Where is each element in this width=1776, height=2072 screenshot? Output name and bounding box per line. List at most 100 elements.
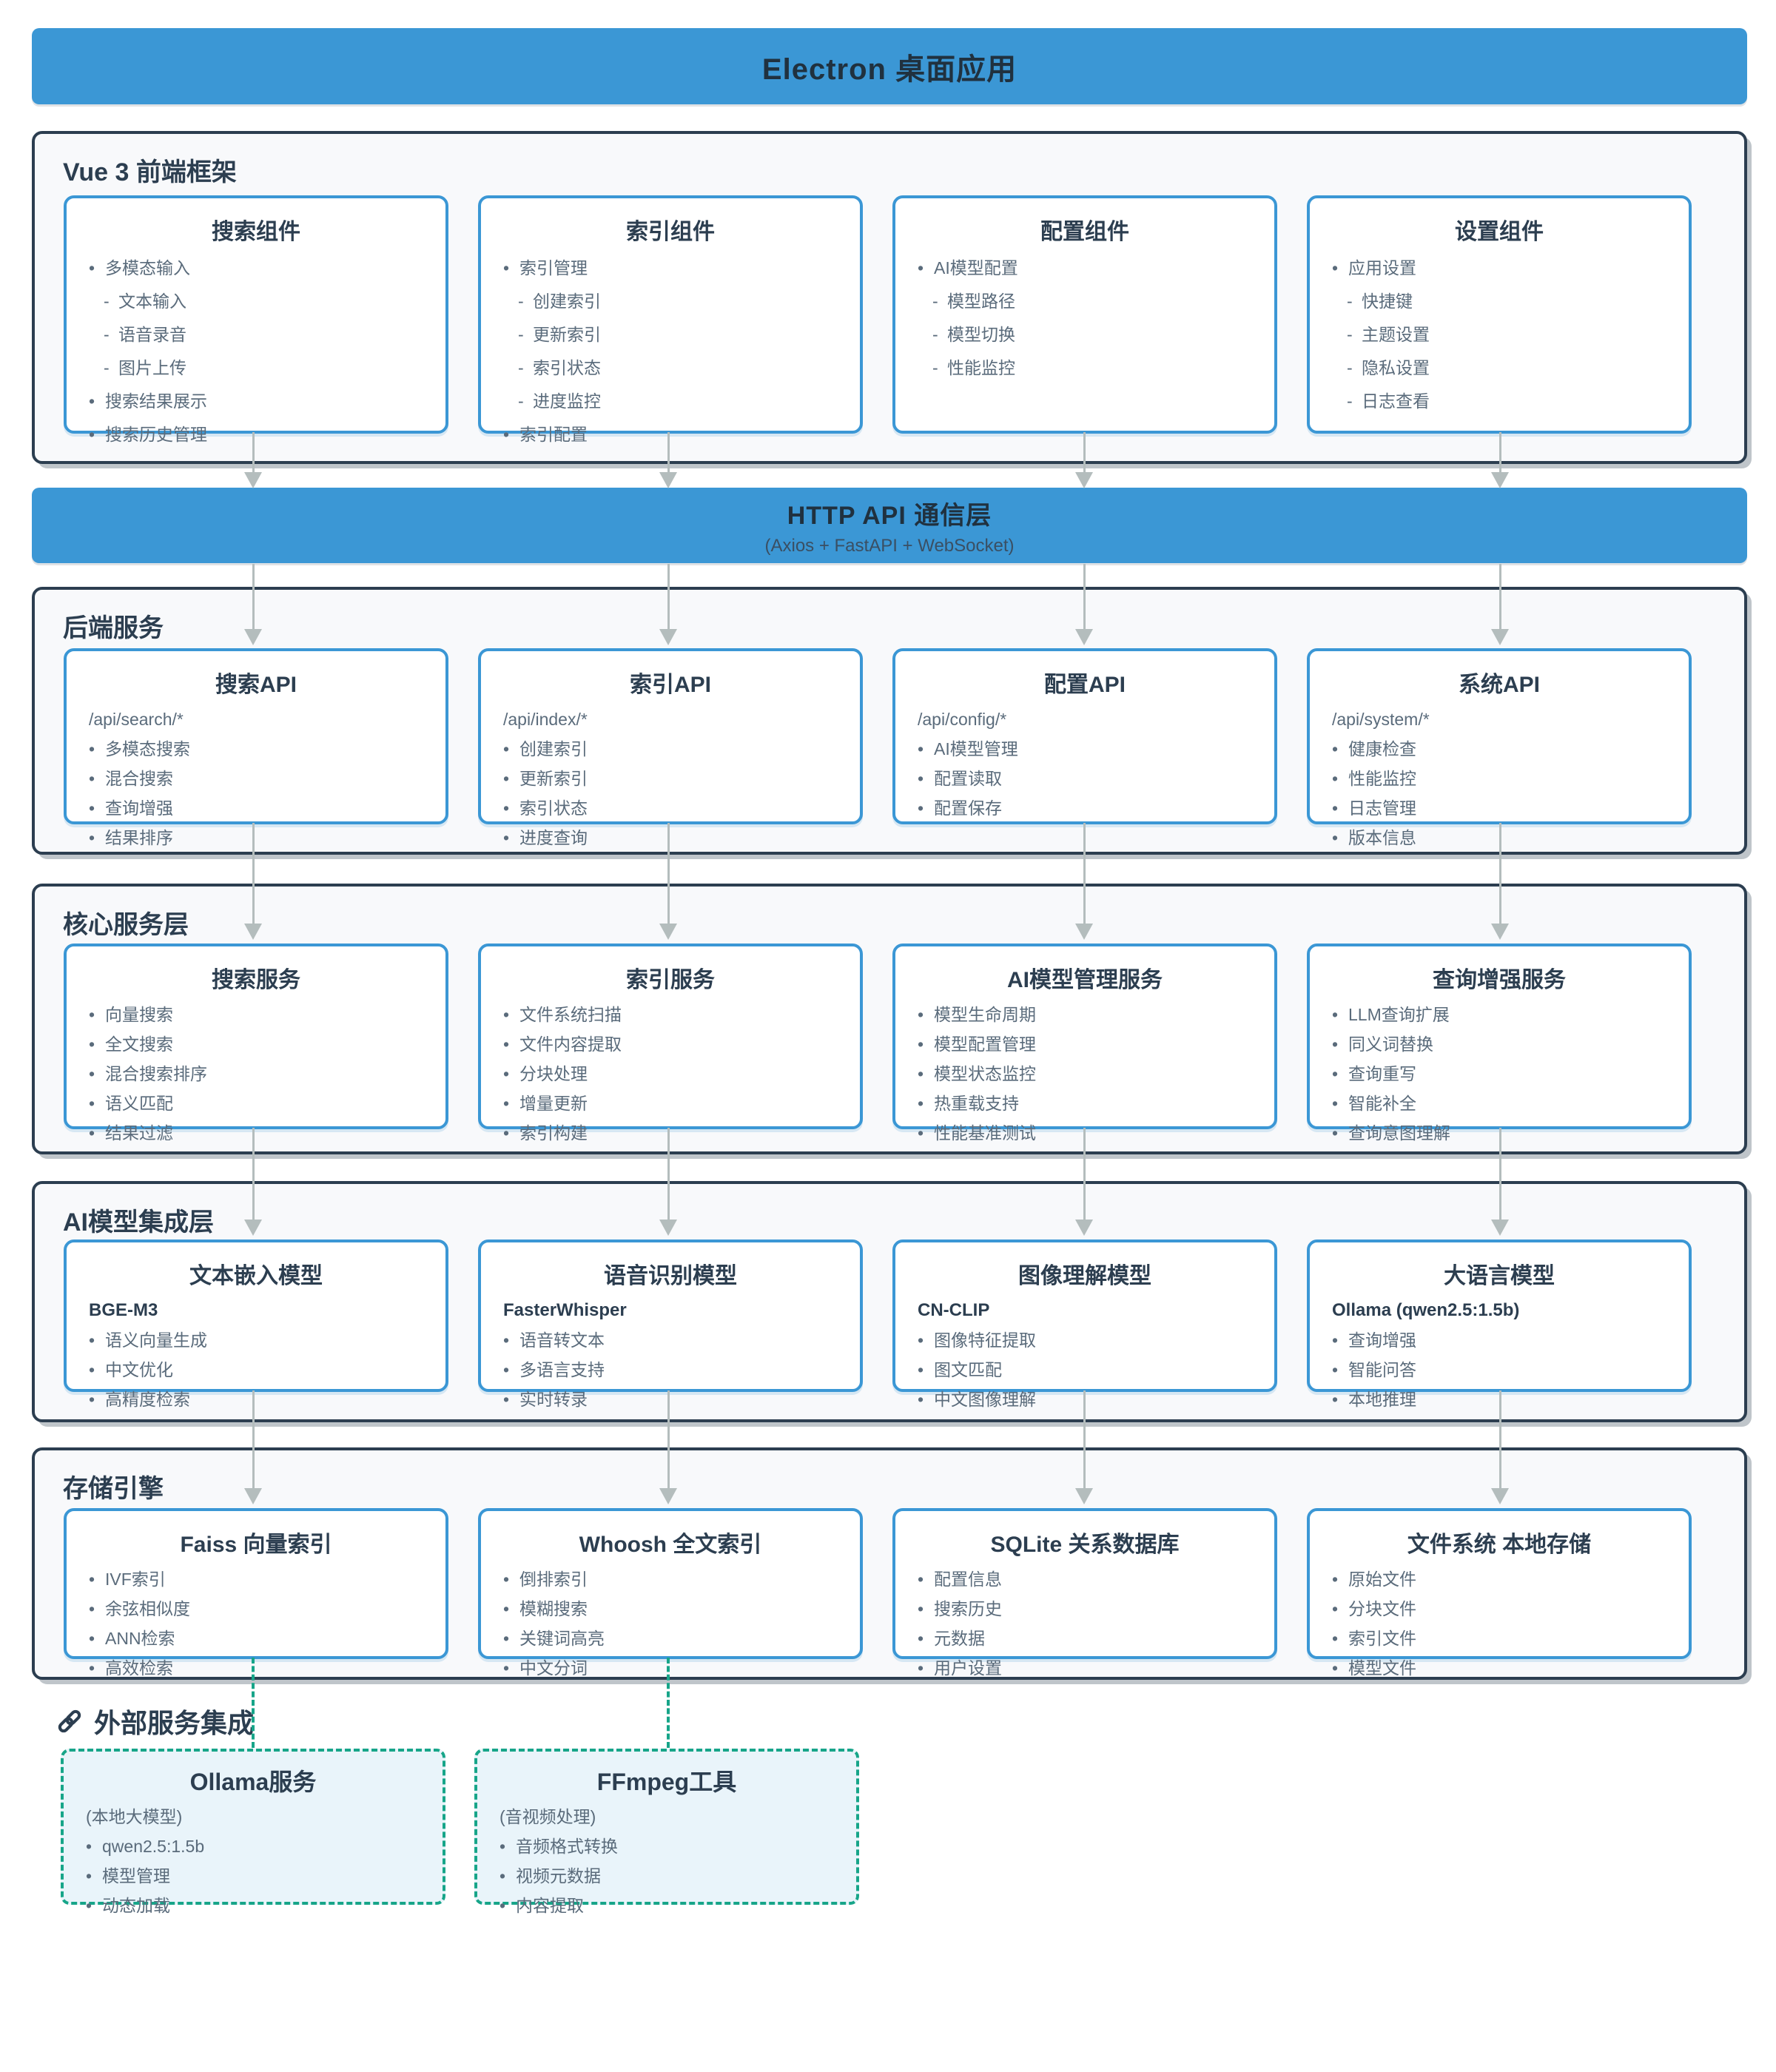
feature-item: 分块文件 <box>1329 1594 1669 1624</box>
feature-list: 语音转文本多语言支持实时转录 <box>500 1325 841 1414</box>
feature-item: 动态加载 <box>83 1891 423 1920</box>
feature-item: 用户设置 <box>915 1653 1255 1683</box>
feature-item: 图片上传 <box>86 352 426 385</box>
feature-list: 图像特征提取图文匹配中文图像理解 <box>915 1325 1255 1414</box>
feature-item: 索引管理 <box>500 252 841 285</box>
feature-item: 视频元数据 <box>497 1861 837 1891</box>
feature-item: 进度查询 <box>500 823 841 852</box>
feature-item: 语义匹配 <box>86 1089 426 1118</box>
feature-item: 索引状态 <box>500 352 841 385</box>
node-ollama-service: Ollama服务 (本地大模型) qwen2.5:1.5b模型管理动态加载 <box>61 1749 445 1920</box>
feature-list: 创建索引更新索引索引状态进度查询 <box>500 734 841 852</box>
node-title: SQLite 关系数据库 <box>990 1533 1180 1557</box>
node-search-component: 搜索组件 多模态输入文本输入语音录音图片上传搜索结果展示搜索历史管理 <box>64 195 448 451</box>
feature-item: 图像特征提取 <box>915 1325 1255 1355</box>
feature-list: 健康检查性能监控日志管理版本信息 <box>1329 734 1669 852</box>
node-index-component: 索引组件 索引管理创建索引更新索引索引状态进度监控索引配置 <box>478 195 863 451</box>
node-title: 搜索组件 <box>212 220 300 244</box>
api-path: /api/index/* <box>503 710 588 729</box>
feature-item: 向量搜索 <box>86 1000 426 1029</box>
feature-item: 更新索引 <box>500 764 841 793</box>
feature-list: 查询增强智能问答本地推理 <box>1329 1325 1669 1414</box>
feature-list: AI模型管理配置读取配置保存 <box>915 734 1255 823</box>
feature-list: 原始文件分块文件索引文件模型文件 <box>1329 1564 1669 1683</box>
node-title: 配置API <box>1043 673 1126 697</box>
feature-item: 多模态搜索 <box>86 734 426 764</box>
storage-cards: Faiss 向量索引 IVF索引余弦相似度ANN检索高效检索 Whoosh 全文… <box>64 1508 1715 1683</box>
feature-item: 内容提取 <box>497 1891 837 1920</box>
feature-item: AI模型管理 <box>915 734 1255 764</box>
feature-item: 图文匹配 <box>915 1355 1255 1385</box>
node-search-service: 搜索服务 向量搜索全文搜索混合搜索排序语义匹配结果过滤 <box>64 944 448 1148</box>
feature-item: 查询重写 <box>1329 1059 1669 1089</box>
feature-item: 进度监控 <box>500 385 841 418</box>
feature-item: 文件系统扫描 <box>500 1000 841 1029</box>
feature-item: 快捷键 <box>1329 285 1669 318</box>
feature-item: 混合搜索排序 <box>86 1059 426 1089</box>
feature-item: qwen2.5:1.5b <box>83 1832 423 1861</box>
feature-item: 中文图像理解 <box>915 1385 1255 1414</box>
feature-list: 向量搜索全文搜索混合搜索排序语义匹配结果过滤 <box>86 1000 426 1148</box>
node-subtitle: (音视频处理) <box>500 1807 596 1826</box>
node-title: AI模型管理服务 <box>1007 968 1163 992</box>
feature-item: 搜索历史管理 <box>86 418 426 451</box>
http-api-banner: HTTP API 通信层 (Axios + FastAPI + WebSocke… <box>32 488 1747 563</box>
feature-item: 中文分词 <box>500 1653 841 1683</box>
node-faiss-index: Faiss 向量索引 IVF索引余弦相似度ANN检索高效检索 <box>64 1508 448 1683</box>
layer-core-services: 核心服务层 搜索服务 向量搜索全文搜索混合搜索排序语义匹配结果过滤 索引服务 文… <box>32 884 1747 1154</box>
http-api-subtitle: (Axios + FastAPI + WebSocket) <box>764 535 1015 556</box>
node-title: 查询增强服务 <box>1433 968 1566 992</box>
feature-item: 版本信息 <box>1329 823 1669 852</box>
feature-item: 分块处理 <box>500 1059 841 1089</box>
feature-item: 应用设置 <box>1329 252 1669 285</box>
http-api-title: HTTP API 通信层 <box>787 501 992 530</box>
feature-item: 健康检查 <box>1329 734 1669 764</box>
feature-list: qwen2.5:1.5b模型管理动态加载 <box>83 1832 423 1920</box>
feature-item: 模型路径 <box>915 285 1255 318</box>
feature-item: 模型切换 <box>915 318 1255 352</box>
frontend-cards: 搜索组件 多模态输入文本输入语音录音图片上传搜索结果展示搜索历史管理 索引组件 … <box>64 195 1715 451</box>
feature-item: 搜索结果展示 <box>86 385 426 418</box>
feature-item: 查询意图理解 <box>1329 1118 1669 1148</box>
feature-item: 高精度检索 <box>86 1385 426 1414</box>
feature-item: 创建索引 <box>500 734 841 764</box>
feature-item: 同义词替换 <box>1329 1029 1669 1059</box>
feature-item: 索引构建 <box>500 1118 841 1148</box>
node-title: 配置组件 <box>1040 220 1129 244</box>
feature-item: 索引状态 <box>500 793 841 823</box>
node-settings-component: 设置组件 应用设置快捷键主题设置隐私设置日志查看 <box>1307 195 1692 434</box>
feature-item: 倒排索引 <box>500 1564 841 1594</box>
feature-item: 关键词高亮 <box>500 1624 841 1653</box>
node-title: Whoosh 全文索引 <box>579 1533 762 1557</box>
node-title: 文件系统 本地存储 <box>1407 1533 1592 1557</box>
node-title: 索引组件 <box>626 220 715 244</box>
feature-item: 配置保存 <box>915 793 1255 823</box>
feature-item: 索引文件 <box>1329 1624 1669 1653</box>
external-link-line <box>667 1658 670 1748</box>
feature-item: 中文优化 <box>86 1355 426 1385</box>
node-title: 搜索服务 <box>212 968 300 992</box>
feature-item: 智能补全 <box>1329 1089 1669 1118</box>
node-whoosh-index: Whoosh 全文索引 倒排索引模糊搜索关键词高亮中文分词 <box>478 1508 863 1683</box>
feature-item: 多模态输入 <box>86 252 426 285</box>
feature-item: 搜索历史 <box>915 1594 1255 1624</box>
feature-item: 隐私设置 <box>1329 352 1669 385</box>
api-path: /api/search/* <box>89 710 184 729</box>
feature-item: 日志管理 <box>1329 793 1669 823</box>
node-index-api: 索引API /api/index/* 创建索引更新索引索引状态进度查询 <box>478 648 863 852</box>
feature-item: 语义向量生成 <box>86 1325 426 1355</box>
external-services-header: 外部服务集成 <box>56 1702 254 1740</box>
node-config-api: 配置API /api/config/* AI模型管理配置读取配置保存 <box>892 648 1277 824</box>
feature-item: 语音录音 <box>86 318 426 352</box>
feature-item: IVF索引 <box>86 1564 426 1594</box>
feature-item: 热重载支持 <box>915 1089 1255 1118</box>
feature-item: 性能监控 <box>915 352 1255 385</box>
feature-item: 多语言支持 <box>500 1355 841 1385</box>
node-speech-recognition-model: 语音识别模型 FasterWhisper 语音转文本多语言支持实时转录 <box>478 1240 863 1414</box>
feature-list: 应用设置快捷键主题设置隐私设置日志查看 <box>1329 252 1669 418</box>
node-llm-model: 大语言模型 Ollama (qwen2.5:1.5b) 查询增强智能问答本地推理 <box>1307 1240 1692 1414</box>
feature-item: 本地推理 <box>1329 1385 1669 1414</box>
external-services-title: 外部服务集成 <box>94 1708 255 1738</box>
model-name: CN-CLIP <box>918 1300 990 1320</box>
